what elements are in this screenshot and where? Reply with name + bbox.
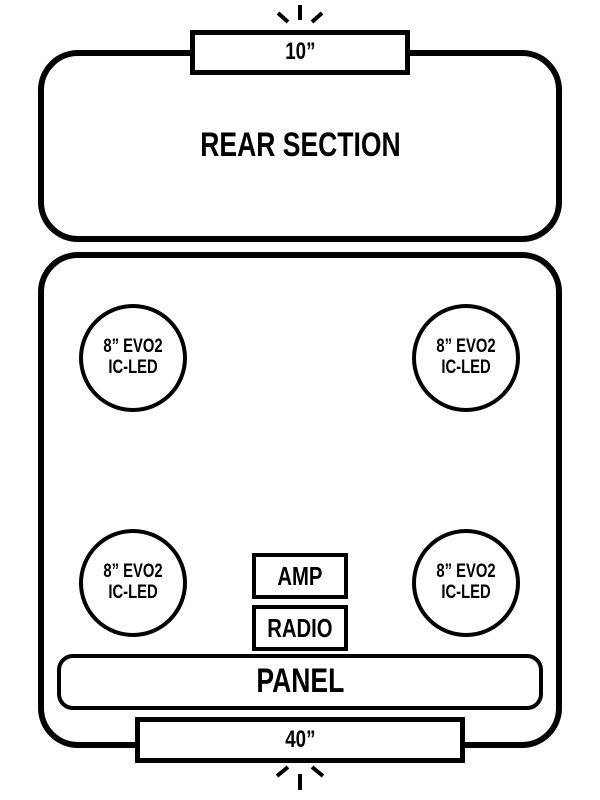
speaker-type: IC-LED — [441, 582, 491, 603]
panel-box: PANEL — [57, 654, 543, 710]
panel-label: PANEL — [256, 662, 344, 701]
speaker-type: IC-LED — [108, 582, 158, 603]
amp-box: AMP — [252, 553, 348, 599]
speaker-type: IC-LED — [108, 357, 158, 378]
bottom-dimension-label: 40” — [284, 725, 316, 753]
radio-box: RADIO — [252, 605, 348, 651]
speaker-model: 8” EVO2 — [436, 336, 496, 358]
speaker-model: 8” EVO2 — [103, 561, 163, 583]
radio-label: RADIO — [267, 612, 333, 643]
top-dimension-label: 10” — [284, 38, 316, 66]
speaker-model: 8” EVO2 — [436, 561, 496, 583]
amp-label: AMP — [277, 560, 323, 591]
top-dimension-box: 10” — [190, 30, 410, 75]
speaker-model: 8” EVO2 — [103, 336, 163, 358]
rear-section-label: REAR SECTION — [199, 126, 401, 165]
bottom-dimension-box: 40” — [135, 717, 465, 763]
speaker-type: IC-LED — [441, 357, 491, 378]
